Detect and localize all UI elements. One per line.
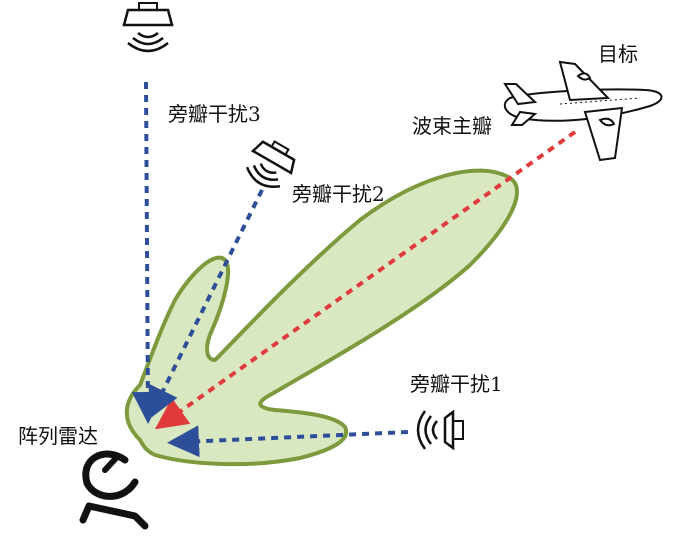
main-beam-arrow	[154, 130, 577, 430]
main-lobe-label: 波束主瓣	[412, 114, 492, 138]
jammer3-label: 旁瓣干扰3	[168, 102, 261, 126]
transmitter-icon	[245, 140, 296, 188]
interference-arrow-1	[167, 425, 409, 458]
transmitter-icon	[122, 2, 174, 53]
radar-label: 阵列雷达	[18, 424, 98, 448]
airplane-icon	[503, 60, 663, 162]
radar-dish-icon	[79, 450, 149, 530]
interference-arrow-3	[131, 81, 164, 424]
jammer2-label: 旁瓣干扰2	[292, 182, 385, 206]
interference-arrow-2	[148, 189, 264, 420]
target-label: 目标	[598, 42, 638, 66]
jammer1-label: 旁瓣干扰1	[410, 372, 503, 396]
transmitter-icon	[416, 409, 464, 451]
